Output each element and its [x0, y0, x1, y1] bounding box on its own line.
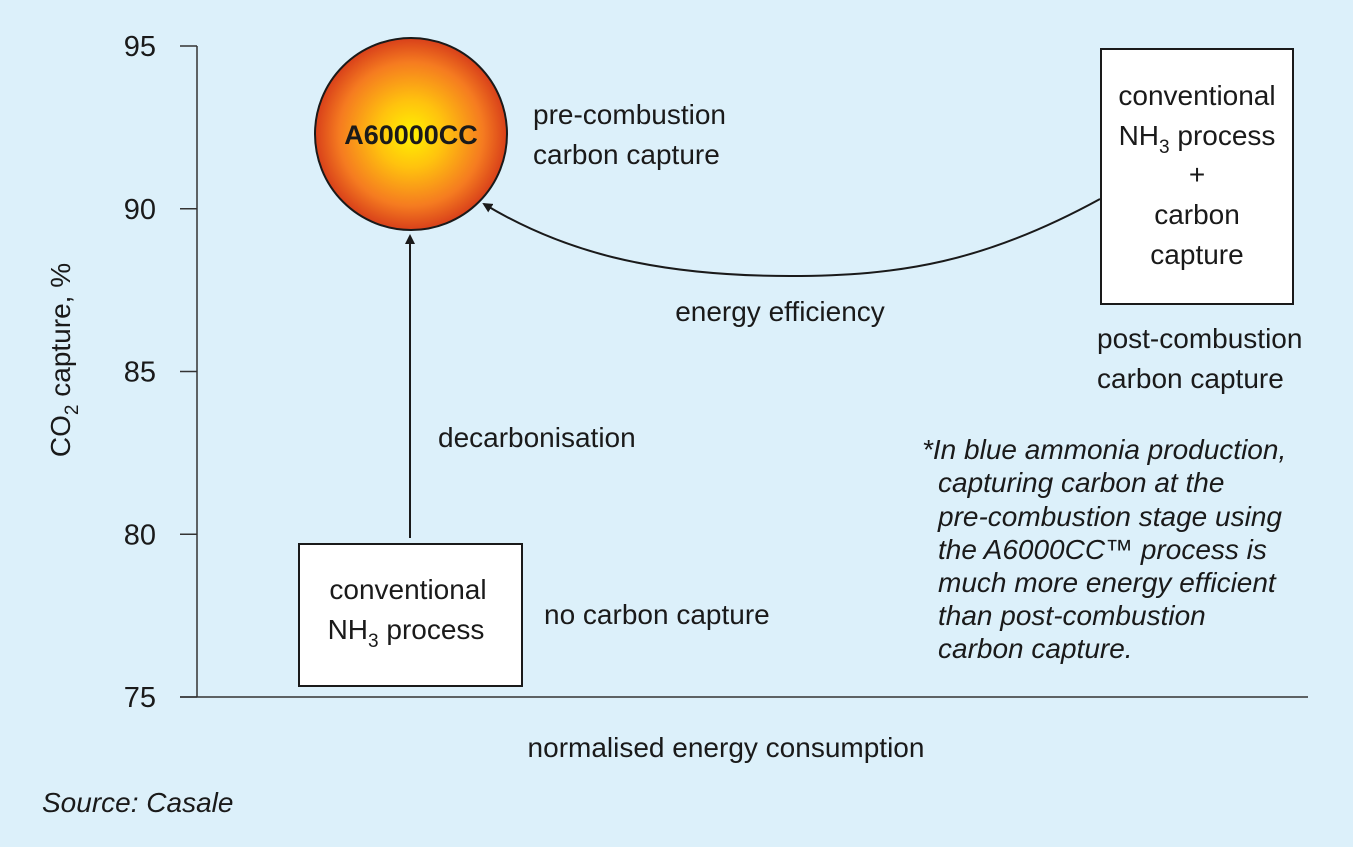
y-axis-label: CO2 capture, %: [45, 263, 83, 457]
footnote-line-7: carbon capture.: [938, 633, 1133, 664]
conventional-process-line-1: conventional: [329, 574, 486, 605]
post-process-line-3: +: [1189, 159, 1205, 190]
no-carbon-capture-label: no carbon capture: [544, 599, 770, 630]
post-process-line-5: capture: [1150, 239, 1243, 270]
footnote: *In blue ammonia production, capturing c…: [922, 434, 1286, 664]
post-combustion-label-line-2: carbon capture: [1097, 363, 1284, 394]
conventional-process-node: conventional NH3 process: [298, 543, 523, 687]
decarbonisation-label: decarbonisation: [438, 422, 636, 453]
footnote-line-5: much more energy efficient: [938, 567, 1277, 598]
post-process-line-4: carbon: [1154, 199, 1240, 230]
y-tick-group: 95 90 85 80 75: [124, 31, 197, 714]
post-combustion-process-box: [1100, 48, 1294, 305]
y-axis-label-main: CO: [45, 415, 76, 457]
post-process-line-1: conventional: [1118, 80, 1275, 111]
a6000cc-label: A60000CC: [344, 120, 478, 150]
energy-efficiency-arrow: [482, 198, 1101, 278]
post-combustion-label-line-1: post-combustion: [1097, 323, 1302, 354]
source-credit: Source: Casale: [42, 787, 233, 818]
energy-efficiency-label: energy efficiency: [675, 296, 885, 327]
y-tick-label-85: 85: [124, 357, 156, 389]
footnote-line-4: the A6000CC™ process is: [938, 534, 1267, 565]
y-tick-label-75: 75: [124, 682, 156, 714]
post-combustion-process-node: conventional NH3 process + carbon captur…: [1100, 48, 1294, 305]
conventional-process-box: [298, 543, 523, 687]
y-axis-label-subscript: 2: [62, 405, 83, 416]
conventional-process-line-2: NH3 process: [328, 614, 485, 652]
footnote-line-1: *In blue ammonia production,: [922, 434, 1286, 465]
pre-combustion-label-line-1: pre-combustion: [533, 99, 726, 130]
y-axis-label-rest: capture, %: [45, 263, 76, 405]
footnote-line-2: capturing carbon at the: [938, 467, 1224, 498]
y-tick-label-95: 95: [124, 31, 156, 63]
footnote-line-3: pre-combustion stage using: [937, 501, 1282, 532]
a6000cc-node: A60000CC: [314, 37, 508, 231]
x-axis-label: normalised energy consumption: [528, 732, 925, 763]
y-tick-label-90: 90: [124, 194, 156, 226]
post-process-line-2: NH3 process: [1119, 120, 1276, 158]
pre-combustion-label-line-2: carbon capture: [533, 139, 720, 170]
footnote-line-6: than post-combustion: [938, 600, 1206, 631]
y-tick-label-80: 80: [124, 519, 156, 551]
a6000cc-bubble: [314, 37, 508, 231]
